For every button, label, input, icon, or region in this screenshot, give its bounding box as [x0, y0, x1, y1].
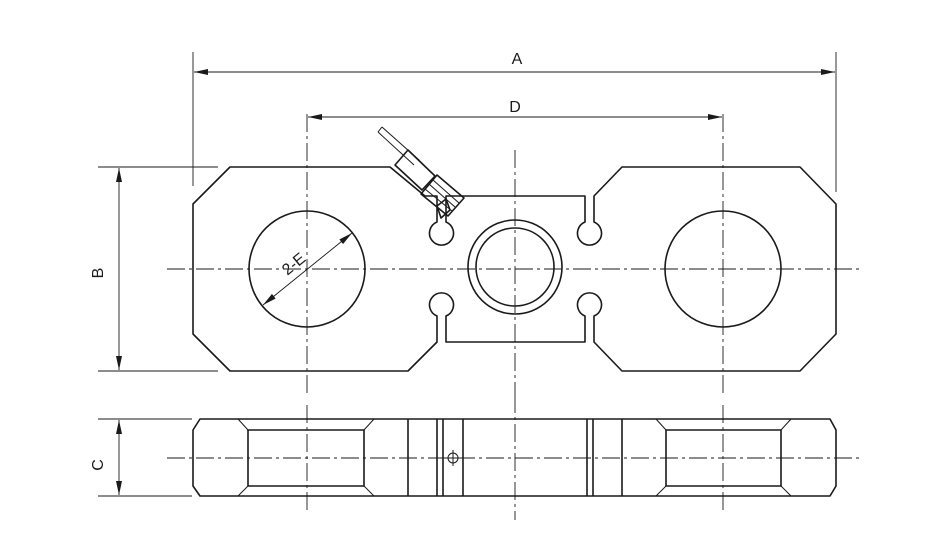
dim-label-a: A [512, 51, 523, 68]
body-outline [192, 166, 837, 372]
cable-gland [377, 126, 465, 219]
dim-line-e [262, 232, 353, 306]
side-outline [192, 418, 837, 497]
side-view: C [90, 395, 862, 520]
dim-label-b: B [90, 268, 107, 279]
dim-label-c: C [90, 459, 107, 471]
top-view: A D B 2-E [90, 51, 862, 395]
dim-label-d: D [509, 99, 521, 116]
dim-label-e: 2-E [279, 250, 309, 279]
